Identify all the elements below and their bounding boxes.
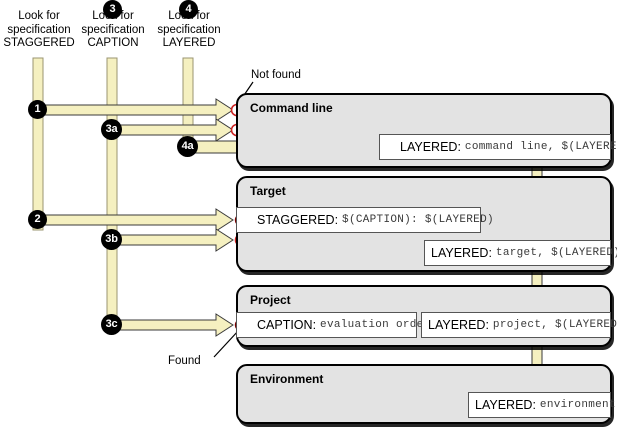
- column-header-caption-line2: specification: [81, 23, 145, 36]
- chip-project-caption-key: CAPTION: [257, 318, 313, 332]
- scope-target-title: Target: [250, 184, 286, 198]
- scope-project-title: Project: [250, 293, 291, 307]
- arrow-3c-to-caption-project: [111, 313, 234, 337]
- chip-project-layered-colon: :: [485, 318, 489, 332]
- chip-environment-layered-key: LAYERED: [475, 398, 533, 412]
- callout-found: Found: [168, 355, 201, 367]
- chip-command-line-layered: LAYERED : command line, $(LAYERED): [379, 134, 617, 160]
- step-marker-2: 2: [28, 210, 47, 229]
- step-marker-4: 4: [179, 0, 198, 19]
- column-trunk-caption: [106, 57, 118, 331]
- step-marker-1: 1: [28, 100, 47, 119]
- chip-target-staggered-key: STAGGERED: [257, 213, 335, 227]
- scope-environment-title: Environment: [250, 372, 324, 386]
- column-header-layered-line2: specification: [157, 23, 221, 36]
- leader-line-found: [213, 329, 240, 358]
- step-marker-3c: 3c: [101, 314, 122, 335]
- step-marker-3a: 3a: [101, 119, 122, 140]
- column-header-staggered-line2: specification: [7, 23, 71, 36]
- chip-command-line-layered-colon: :: [457, 140, 461, 154]
- scope-command-line-title: Command line: [250, 101, 333, 115]
- chip-project-caption-colon: :: [312, 318, 317, 332]
- chip-target-layered-key: LAYERED: [431, 246, 489, 260]
- chip-project-caption-value: evaluation order: [320, 319, 431, 331]
- chip-environment-layered-value: environment: [539, 399, 616, 411]
- chip-project-layered-value: project, $(LAYERED): [492, 319, 617, 331]
- arrow-1-to-command-line: [37, 98, 234, 122]
- chip-environment-layered-colon: :: [532, 398, 536, 412]
- chip-command-line-layered-value: command line, $(LAYERED): [464, 141, 617, 153]
- column-header-staggered-line3: STAGGERED: [3, 37, 75, 49]
- column-header-caption-line3: CAPTION: [87, 37, 139, 49]
- chip-target-layered-colon: :: [488, 246, 492, 260]
- chip-command-line-layered-key: LAYERED: [400, 140, 458, 154]
- chip-target-layered-value: target, $(LAYERED): [495, 247, 617, 259]
- column-trunk-staggered: [32, 57, 44, 231]
- chip-project-caption: CAPTION : evaluation order: [236, 312, 430, 338]
- chip-environment-layered: LAYERED : environment: [468, 392, 616, 418]
- column-header-layered-line3: LAYERED: [162, 37, 216, 49]
- step-marker-4a: 4a: [177, 136, 198, 157]
- chip-project-layered-key: LAYERED: [428, 318, 486, 332]
- arrow-2-to-staggered-target: [37, 208, 234, 232]
- arrow-3b-to-target: [111, 228, 234, 252]
- chip-target-staggered-colon: :: [334, 213, 339, 227]
- chip-target-staggered: STAGGERED : $(CAPTION): $(LAYERED): [236, 207, 494, 233]
- column-header-staggered: Look for specification STAGGERED: [0, 10, 98, 51]
- step-marker-3b: 3b: [101, 229, 122, 250]
- chip-project-layered: LAYERED : project, $(LAYERED): [421, 312, 617, 338]
- column-header-staggered-line1: Look for: [18, 10, 60, 22]
- chip-target-staggered-value: $(CAPTION): $(LAYERED): [342, 214, 494, 226]
- arrow-3a-to-command-line: [111, 118, 234, 142]
- step-marker-3: 3: [103, 0, 122, 19]
- column-header-caption: Look for specification CAPTION: [58, 10, 168, 51]
- chip-target-layered: LAYERED : target, $(LAYERED): [424, 240, 617, 266]
- callout-not-found: Not found: [251, 69, 301, 81]
